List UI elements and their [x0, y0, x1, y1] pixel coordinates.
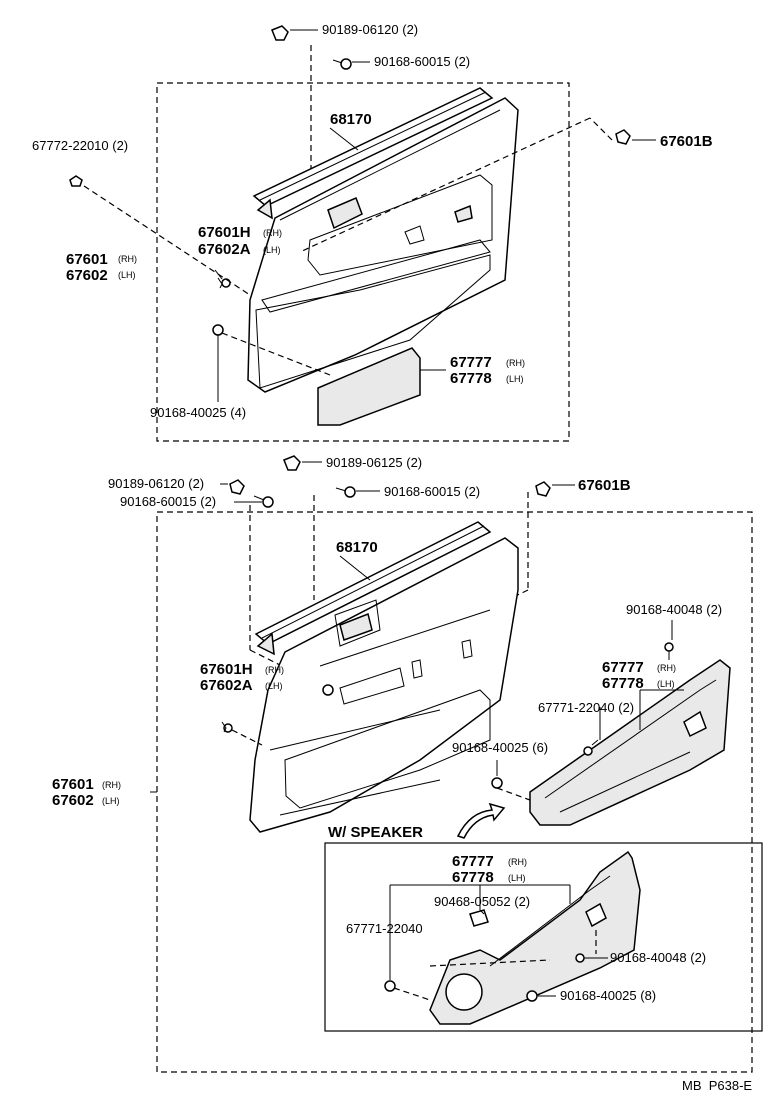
label-90468-05052: 90468-05052 (2) — [434, 894, 530, 909]
weatherstrip-part — [252, 87, 494, 220]
label-rh-67601-lower: (RH) — [102, 780, 121, 790]
label-lh-67778-speaker: (LH) — [508, 873, 526, 883]
label-67602-upper: 67602 — [66, 267, 108, 284]
label-67601-lower: 67601 — [52, 776, 94, 793]
clip-right-lower-icon — [535, 481, 551, 497]
label-90189-06120-top: 90189-06120 (2) — [322, 22, 418, 37]
label-67601b-lower: 67601B — [578, 477, 631, 494]
clip-h-icon — [217, 277, 231, 289]
label-lh-67602-lower: (LH) — [102, 796, 120, 806]
label-67772-22010: 67772-22010 (2) — [32, 138, 128, 153]
label-67601h-lower: 67601H — [200, 661, 253, 678]
label-lh-67602a-lower: (LH) — [265, 681, 283, 691]
label-rh-67601h-upper: (RH) — [263, 228, 282, 238]
label-footer-code: MB P638-E — [682, 1078, 752, 1093]
label-67778-upper: 67778 — [450, 370, 492, 387]
speaker-bracket-icon — [384, 980, 396, 992]
speaker-arrow-icon — [456, 802, 506, 839]
label-rh-67601-upper: (RH) — [118, 254, 137, 264]
label-lh-67602-upper: (LH) — [118, 270, 136, 280]
door-trim-board-lower — [249, 537, 519, 833]
weatherstrip-lower-part — [254, 521, 492, 656]
clip-left-icon — [69, 175, 83, 187]
label-90168-60015-top: 90168-60015 (2) — [374, 54, 470, 69]
upper-assembly-frame — [156, 82, 570, 442]
label-lh-67602a-upper: (LH) — [263, 245, 281, 255]
screw-mid-lower-icon — [491, 777, 503, 789]
label-rh-67777-upper: (RH) — [506, 358, 525, 368]
clip-right-icon — [615, 129, 631, 145]
label-67602a-upper: 67602A — [198, 241, 251, 258]
screw-top-lower-icon — [335, 486, 356, 498]
label-67602a-lower: 67602A — [200, 677, 253, 694]
label-67771-22040-speaker: 67771-22040 — [346, 921, 423, 936]
label-90168-60015-lower-left: 90168-60015 (2) — [120, 494, 216, 509]
label-rh-67601h-lower: (RH) — [265, 665, 284, 675]
clip-left-lower-icon — [229, 479, 245, 495]
speaker-screw2-icon — [526, 990, 538, 1002]
label-90168-40025-lower: 90168-40025 (6) — [452, 740, 548, 755]
label-90168-40025-speaker: 90168-40025 (8) — [560, 988, 656, 1003]
label-67601h-upper: 67601H — [198, 224, 251, 241]
label-90189-06125: 90189-06125 (2) — [326, 455, 422, 470]
screw-armrest-icon — [664, 642, 674, 660]
door-trim-board — [247, 97, 519, 393]
speaker-inset-frame — [324, 842, 763, 1032]
label-68170-lower: 68170 — [336, 539, 378, 556]
screw-bottom-icon — [212, 324, 224, 336]
label-67777-upper: 67777 — [450, 354, 492, 371]
clip-icon — [271, 25, 289, 41]
label-lh-67778-upper: (LH) — [506, 374, 524, 384]
label-67602-lower: 67602 — [52, 792, 94, 809]
label-90168-40048-lower: 90168-40048 (2) — [626, 602, 722, 617]
label-w-speaker: W/ SPEAKER — [328, 824, 423, 841]
clip-h-lower-icon — [322, 684, 334, 696]
clip-top-lower-icon — [283, 455, 301, 471]
label-67601b-upper: 67601B — [660, 133, 713, 150]
label-67777-lower: 67777 — [602, 659, 644, 676]
label-67778-speaker: 67778 — [452, 869, 494, 886]
label-90189-06120-lower: 90189-06120 (2) — [108, 476, 204, 491]
label-90168-40025-upper: 90168-40025 (4) — [150, 405, 246, 420]
label-67771-22040-lower: 67771-22040 (2) — [538, 700, 634, 715]
label-rh-67777-lower: (RH) — [657, 663, 676, 673]
armrest-part — [317, 347, 421, 426]
screw-board-lower-icon — [221, 721, 233, 733]
label-68170-upper: 68170 — [330, 111, 372, 128]
label-rh-67777-speaker: (RH) — [508, 857, 527, 867]
label-90168-40048-speaker: 90168-40048 (2) — [610, 950, 706, 965]
label-67601-upper: 67601 — [66, 251, 108, 268]
armrest-lower-part — [529, 659, 731, 826]
label-lh-67778-lower: (LH) — [657, 679, 675, 689]
speaker-screw1-icon — [575, 953, 585, 963]
label-90168-60015-lower-top: 90168-60015 (2) — [384, 484, 480, 499]
speaker-armrest-part — [429, 850, 641, 1025]
bracket-lower-icon — [583, 739, 599, 756]
label-67777-speaker: 67777 — [452, 853, 494, 870]
screw-left-lower-icon — [253, 495, 274, 508]
speaker-nut-icon — [469, 909, 489, 927]
label-67778-lower: 67778 — [602, 675, 644, 692]
screw-icon — [332, 58, 352, 70]
